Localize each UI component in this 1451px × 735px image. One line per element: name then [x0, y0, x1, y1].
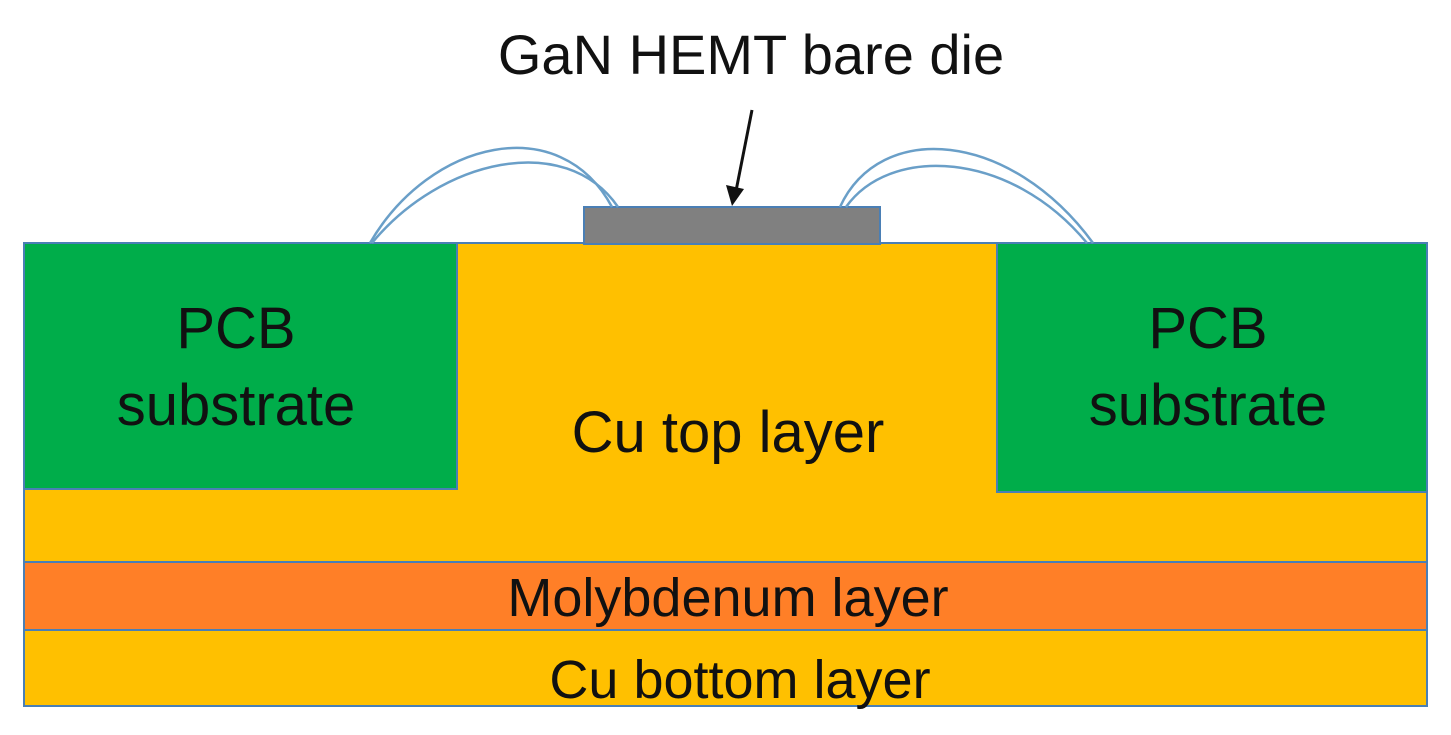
- pcb-left-label-line2: substrate: [117, 373, 356, 438]
- bond-wire-left-outer: [368, 146, 614, 244]
- pcb-substrate-right: [996, 242, 1428, 493]
- pcb-left-label-line1: PCB: [176, 296, 295, 361]
- pcb-right-label-line1: PCB: [1148, 296, 1267, 361]
- molybdenum-label: Molybdenum layer: [507, 568, 948, 628]
- bond-wire-left-inner: [371, 161, 620, 244]
- molybdenum-layer: [23, 561, 1428, 631]
- bond-wire-right-inner: [844, 164, 1088, 244]
- pcb-substrate-left: [23, 242, 458, 490]
- pcb-right-label-line2: substrate: [1089, 373, 1328, 438]
- cu-bottom-label: Cu bottom layer: [549, 650, 930, 710]
- cu-bottom-layer: [23, 629, 1428, 707]
- cu-top-label: Cu top layer: [572, 400, 885, 465]
- diagram-title: GaN HEMT bare die: [498, 23, 1004, 86]
- gan-die: [583, 206, 881, 245]
- arrow-line: [733, 109, 754, 197]
- arrow-head-icon: [726, 185, 744, 206]
- bond-wire-right-outer: [838, 147, 1095, 244]
